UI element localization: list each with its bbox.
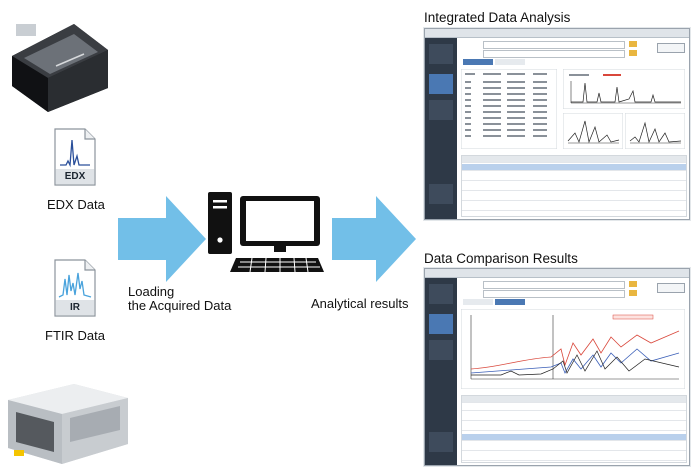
sidebar-button-active <box>429 74 453 94</box>
app-sidebar <box>425 38 457 219</box>
library-results-list <box>461 395 687 463</box>
result-tab <box>495 59 525 65</box>
folder-icon <box>629 290 637 296</box>
list-row <box>462 174 686 181</box>
list-row-selected <box>462 164 686 171</box>
window-title-bar <box>425 269 689 278</box>
loading-arrow <box>118 196 206 282</box>
sidebar-button <box>429 432 453 452</box>
window-title-bar <box>425 29 689 38</box>
file-path-field <box>483 50 625 58</box>
compare-button <box>657 283 685 293</box>
sidebar-button <box>429 184 453 204</box>
folder-icon <box>629 41 637 47</box>
comparison-results-title: Data Comparison Results <box>424 251 578 266</box>
edx-instrument-image <box>12 24 108 112</box>
library-results-list <box>461 155 687 217</box>
folder-icon <box>629 50 637 56</box>
list-row-selected <box>462 434 686 441</box>
compare-button <box>657 43 685 53</box>
file-path-field <box>483 281 625 289</box>
loading-label-line1: Loading <box>128 284 175 299</box>
result-tab-active <box>495 299 525 305</box>
overlay-spectrum-chart <box>461 309 685 389</box>
analytical-results-label: Analytical results <box>311 296 409 311</box>
list-row <box>462 424 686 431</box>
sidebar-button <box>429 284 453 304</box>
folder-icon <box>629 281 637 287</box>
results-arrow <box>332 196 416 282</box>
ir-spectrum-panel-a <box>563 113 623 149</box>
list-row <box>462 404 686 411</box>
result-tab <box>463 299 493 305</box>
sidebar-button <box>429 340 453 360</box>
list-row <box>462 204 686 211</box>
ir-spectrum-panel-b <box>625 113 685 149</box>
file-path-field <box>483 41 625 49</box>
loading-label-line2: the Acquired Data <box>128 298 232 313</box>
list-row <box>462 454 686 461</box>
comparison-results-screenshot <box>424 268 690 466</box>
computer-icon <box>208 192 324 273</box>
app-sidebar <box>425 278 457 465</box>
ir-file-icon-label: IR <box>70 302 80 313</box>
list-row <box>462 184 686 191</box>
list-row <box>462 444 686 451</box>
ftir-data-label: FTIR Data <box>45 328 105 343</box>
list-header <box>462 156 686 163</box>
sidebar-button-active <box>429 314 453 334</box>
ir-file-icon <box>54 259 96 317</box>
list-row <box>462 194 686 201</box>
integrated-analysis-screenshot <box>424 28 690 220</box>
element-results-table <box>461 69 557 149</box>
edx-file-icon-label: EDX <box>64 171 86 182</box>
ftir-instrument-image <box>8 384 128 464</box>
list-header <box>462 396 686 403</box>
edx-data-label: EDX Data <box>47 197 105 212</box>
edx-file-icon <box>54 128 96 186</box>
sidebar-button <box>429 100 453 120</box>
file-path-field <box>483 290 625 298</box>
list-row <box>462 414 686 421</box>
sidebar-button <box>429 44 453 64</box>
result-tab-active <box>463 59 493 65</box>
integrated-analysis-title: Integrated Data Analysis <box>424 10 571 25</box>
edx-spectrum-panel <box>563 69 685 109</box>
